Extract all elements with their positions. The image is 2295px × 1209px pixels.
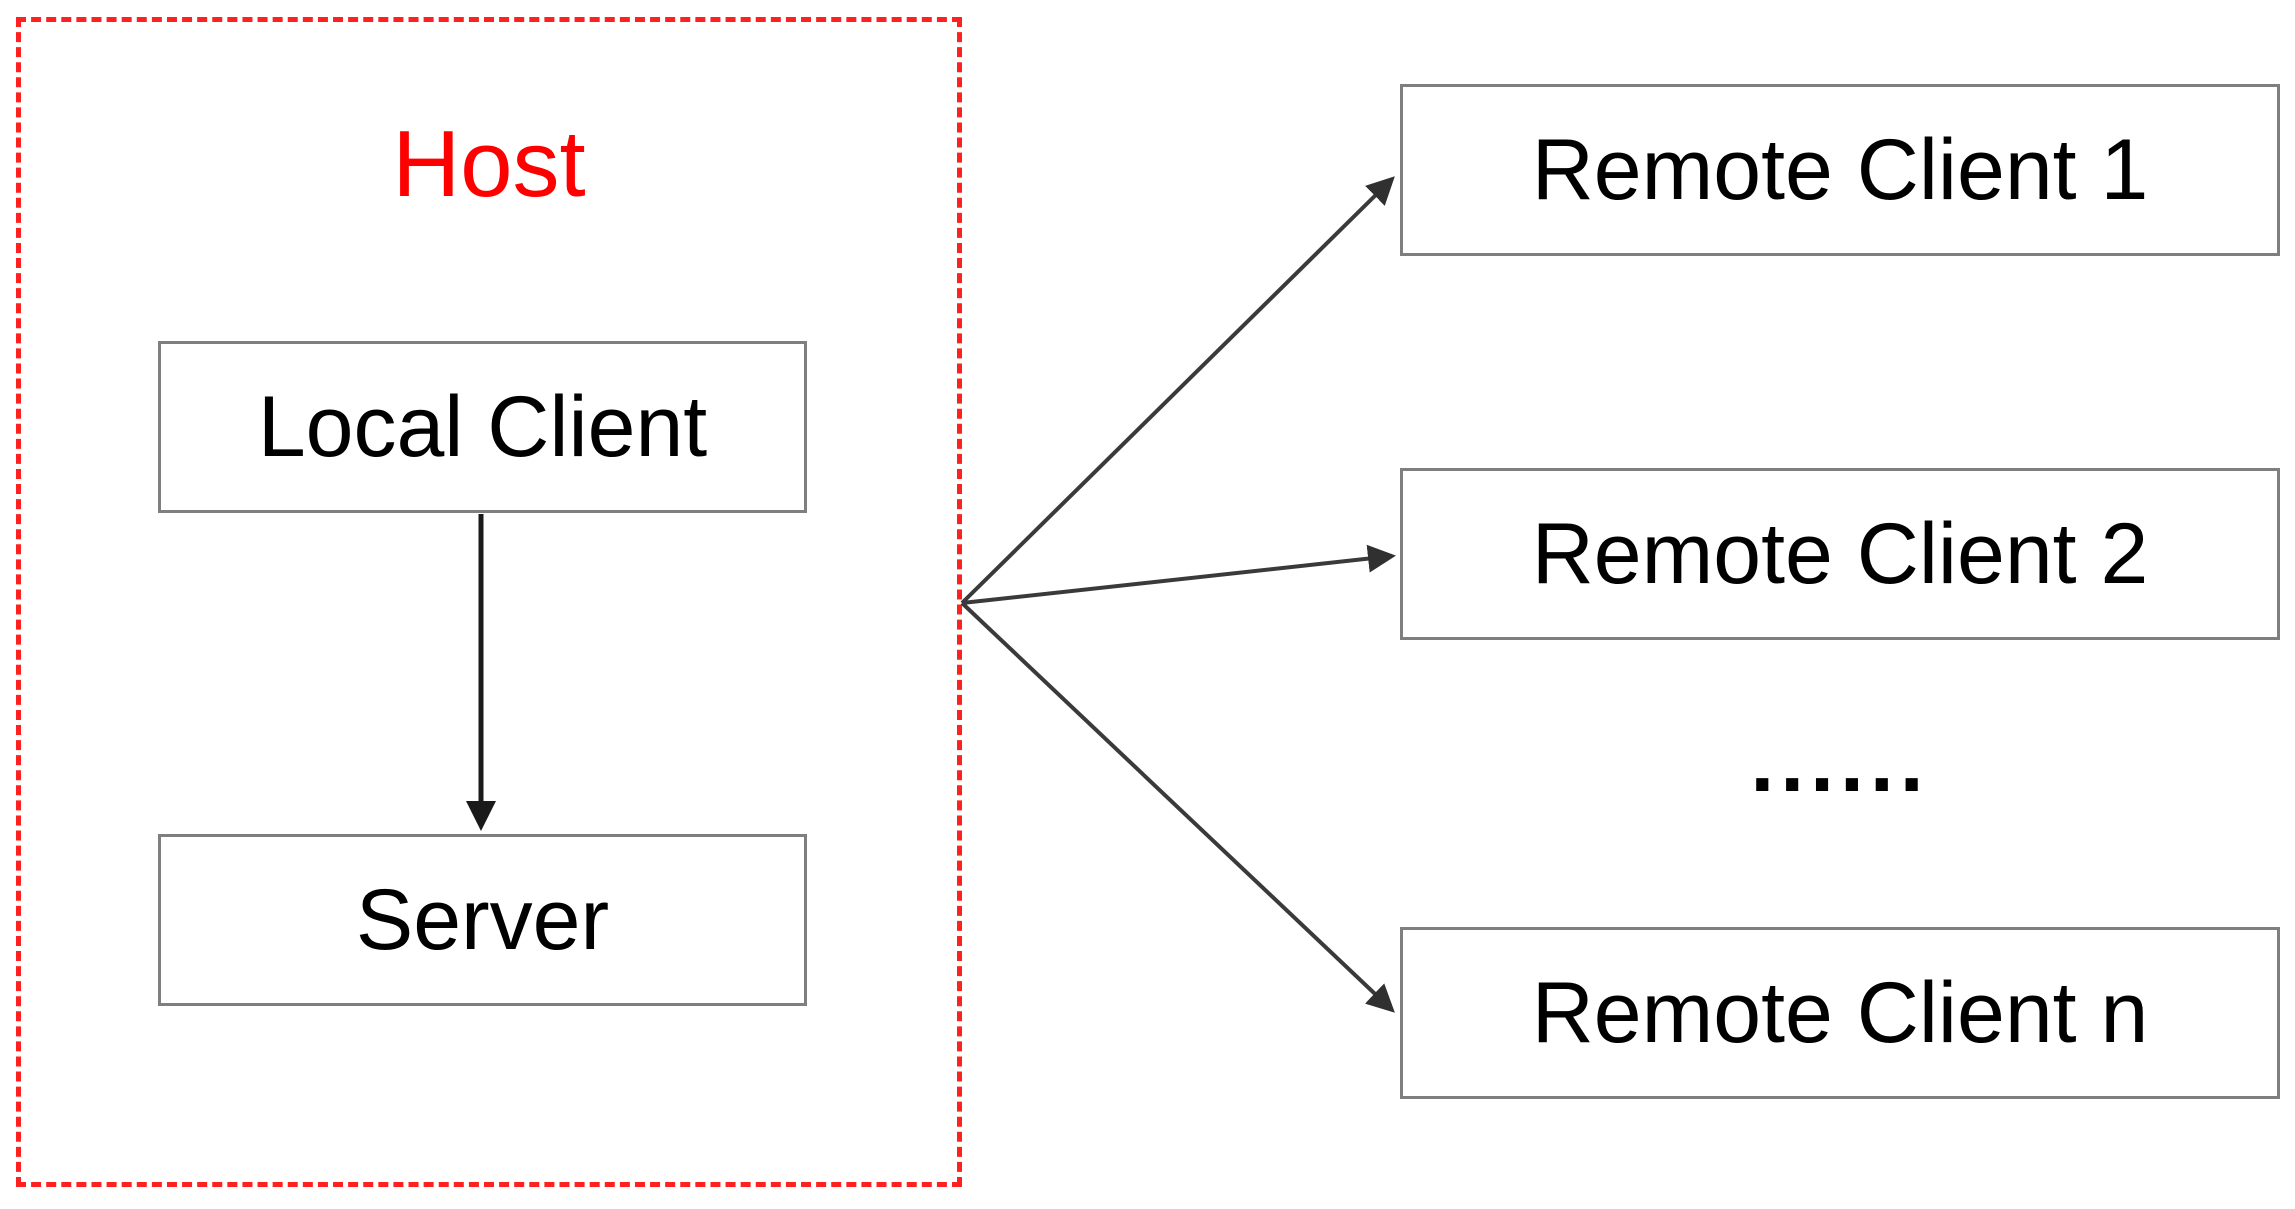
node-remote-client-1[interactable]: Remote Client 1	[1400, 84, 2280, 256]
host-group-label: Host	[392, 111, 586, 216]
node-remote-client-2-label: Remote Client 2	[1531, 505, 2149, 602]
node-remote-client-1-label: Remote Client 1	[1531, 121, 2149, 218]
edge-server-to-remote-client-1	[960, 176, 1395, 605]
node-server[interactable]: Server	[158, 834, 807, 1006]
edge-server-to-remote-client-n	[960, 601, 1395, 1013]
node-remote-client-2[interactable]: Remote Client 2	[1400, 468, 2280, 640]
node-server-label: Server	[355, 871, 610, 968]
remote-clients-ellipsis: ......	[1750, 714, 1930, 810]
edge-server-to-remote-client-2	[961, 544, 1396, 605]
host-group-boundary	[16, 17, 962, 1187]
node-remote-client-n[interactable]: Remote Client n	[1400, 927, 2280, 1099]
node-local-client[interactable]: Local Client	[158, 341, 807, 513]
node-local-client-label: Local Client	[257, 378, 708, 475]
node-remote-client-n-label: Remote Client n	[1531, 964, 2149, 1061]
